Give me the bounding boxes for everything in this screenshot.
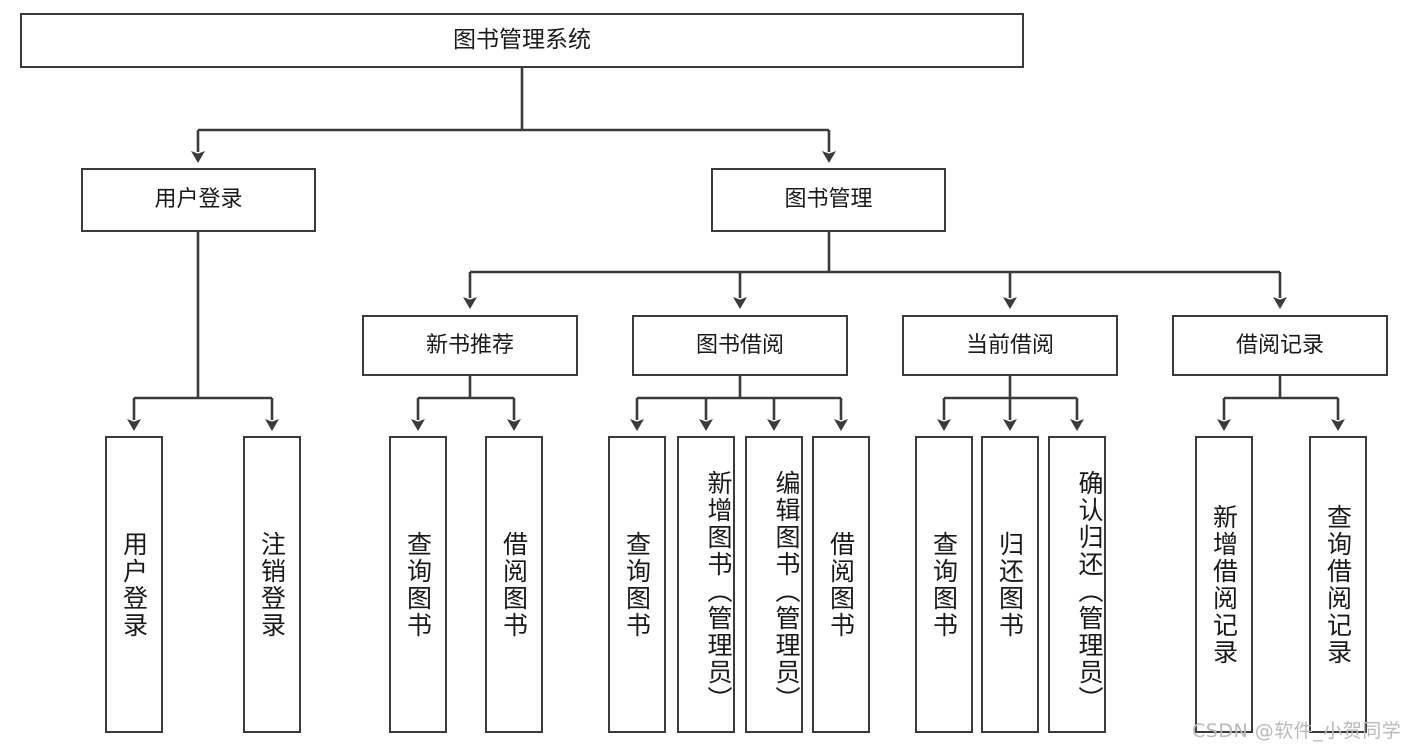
node-label: 用户登录 xyxy=(154,187,243,213)
leaf-new-book-query-book[interactable]: 查询图书 xyxy=(389,436,447,733)
node-label: 图书管理系统 xyxy=(453,27,591,54)
node-label: 注销登录 xyxy=(257,530,287,639)
leaf-new-book-borrow-book[interactable]: 借阅图书 xyxy=(485,436,543,733)
node-book-borrow[interactable]: 图书借阅 xyxy=(632,315,848,376)
leaf-book-borrow-query-book[interactable]: 查询图书 xyxy=(608,436,666,733)
leaf-current-borrow-return-book[interactable]: 归还图书 xyxy=(981,436,1039,733)
leaf-book-borrow-borrow-book[interactable]: 借阅图书 xyxy=(812,436,870,733)
leaf-current-borrow-query-book[interactable]: 查询图书 xyxy=(915,436,973,733)
node-root-book-management-system[interactable]: 图书管理系统 xyxy=(20,13,1024,68)
node-label: 归还图书 xyxy=(995,530,1025,639)
csdn-watermark: CSDN @软件_小贺同学 xyxy=(1192,716,1401,743)
node-label: 借阅图书 xyxy=(499,530,529,639)
leaf-book-borrow-add-book[interactable]: 新增图书（管理员） xyxy=(677,436,735,733)
leaf-current-borrow-confirm-return[interactable]: 确认归还（管理员） xyxy=(1048,436,1106,733)
node-current-borrow[interactable]: 当前借阅 xyxy=(902,315,1118,376)
node-label: 新书推荐 xyxy=(425,332,514,358)
leaf-user-login-logout[interactable]: 注销登录 xyxy=(243,436,301,733)
node-label: 查询图书 xyxy=(929,530,959,639)
node-label: 查询图书 xyxy=(622,530,652,639)
watermark-text: CSDN @软件_小贺同学 xyxy=(1192,720,1402,742)
node-label: 查询图书 xyxy=(403,530,433,639)
node-label: 图书管理 xyxy=(784,187,873,213)
node-label: 新增图书（管理员） xyxy=(704,470,733,713)
node-book-management[interactable]: 图书管理 xyxy=(711,168,946,232)
leaf-borrow-record-add-record[interactable]: 新增借阅记录 xyxy=(1195,436,1253,733)
node-borrow-record[interactable]: 借阅记录 xyxy=(1172,315,1388,376)
node-label: 借阅记录 xyxy=(1235,332,1324,358)
node-label: 确认归还（管理员） xyxy=(1075,470,1104,713)
node-label: 当前借阅 xyxy=(965,332,1054,358)
node-label: 用户登录 xyxy=(119,530,149,639)
node-label: 图书借阅 xyxy=(695,332,784,358)
node-label: 编辑图书（管理员） xyxy=(772,470,801,713)
leaf-book-borrow-edit-book[interactable]: 编辑图书（管理员） xyxy=(745,436,803,733)
node-new-book-recommend[interactable]: 新书推荐 xyxy=(362,315,578,376)
node-user-login[interactable]: 用户登录 xyxy=(81,168,316,232)
node-label: 查询借阅记录 xyxy=(1323,503,1353,666)
leaf-user-login-login[interactable]: 用户登录 xyxy=(105,436,163,733)
leaf-borrow-record-query-record[interactable]: 查询借阅记录 xyxy=(1309,436,1367,733)
node-label: 借阅图书 xyxy=(826,530,856,639)
node-label: 新增借阅记录 xyxy=(1209,503,1239,666)
